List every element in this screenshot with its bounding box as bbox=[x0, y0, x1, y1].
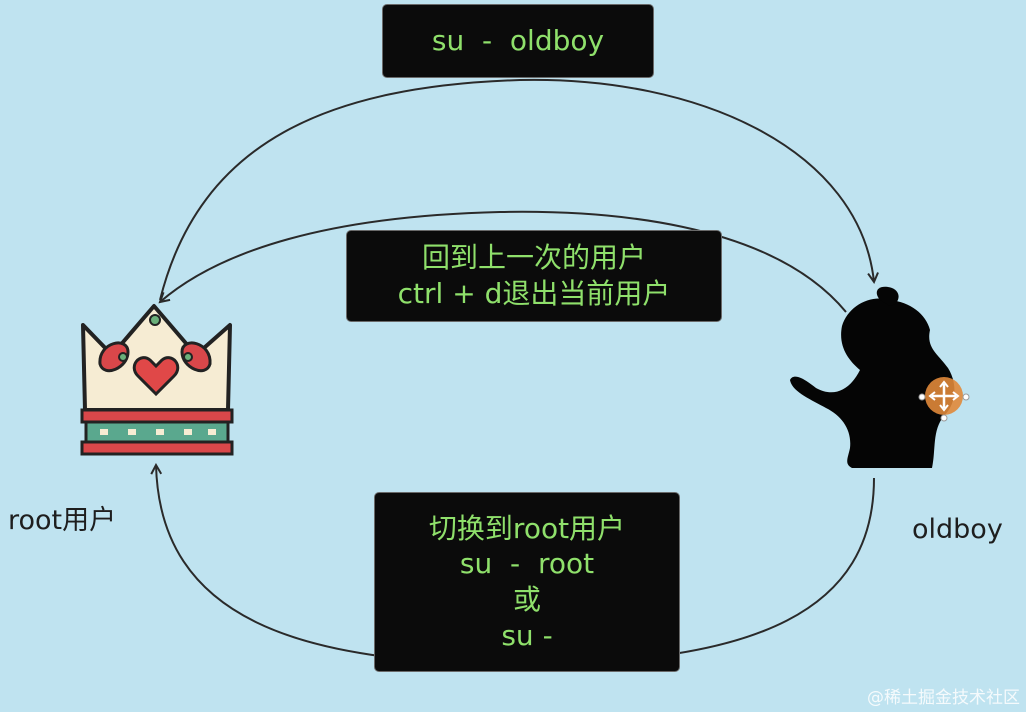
root-user-label: root用户 bbox=[8, 505, 117, 536]
crown-icon bbox=[80, 304, 234, 456]
box-line: su - bbox=[501, 618, 553, 652]
arrow-root-to-oldboy bbox=[159, 78, 874, 301]
box-line: su - oldboy bbox=[431, 24, 605, 58]
woman-silhouette-icon bbox=[790, 286, 955, 468]
command-box-return-previous-user: 回到上一次的用户 ctrl + d退出当前用户 bbox=[346, 230, 722, 322]
box-line: 切换到root用户 bbox=[428, 511, 626, 545]
watermark: @稀土掘金技术社区 bbox=[867, 688, 1020, 708]
oldboy-user-label: oldboy bbox=[912, 514, 1003, 545]
command-box-switch-to-root: 切换到root用户 su - root 或 su - bbox=[374, 492, 680, 672]
box-line: 回到上一次的用户 bbox=[421, 241, 646, 275]
move-cursor-icon bbox=[918, 377, 970, 422]
box-line: 或 bbox=[512, 583, 541, 616]
box-line: su - root bbox=[459, 547, 595, 581]
box-line: ctrl + d退出当前用户 bbox=[397, 277, 671, 310]
command-box-su-oldboy: su - oldboy bbox=[382, 4, 654, 78]
arrow-oldboy-to-root bbox=[160, 210, 847, 313]
